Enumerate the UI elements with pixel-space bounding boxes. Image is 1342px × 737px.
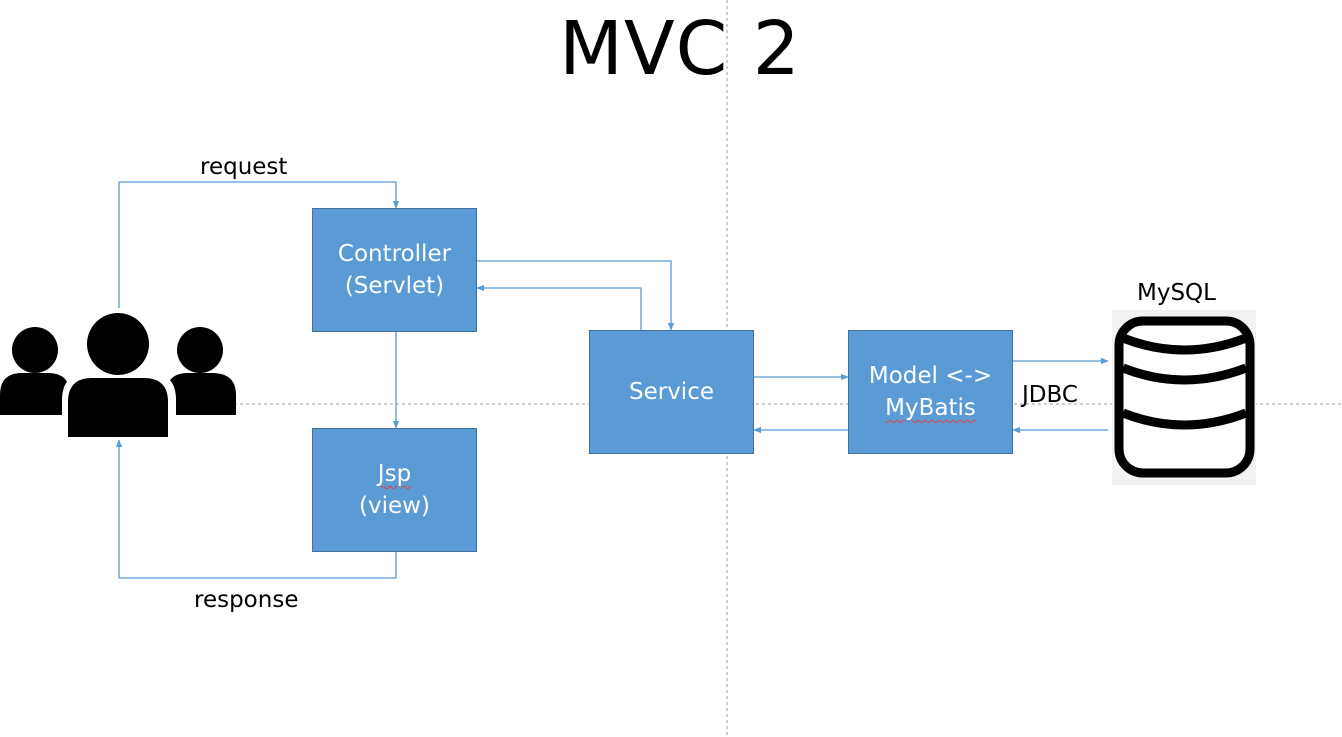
jsp-sublabel: (view) [359, 493, 430, 519]
response-label: response [194, 587, 299, 613]
model-mybatis-box: Model <-> MyBatis [848, 330, 1013, 454]
diagram-title: MVC 2 [559, 6, 801, 92]
mybatis-label: MyBatis [885, 395, 976, 421]
request-label: request [200, 154, 288, 180]
jsp-view-box: Jsp (view) [312, 428, 477, 552]
controller-box: Controller (Servlet) [312, 208, 477, 332]
jdbc-label: JDBC [1022, 382, 1078, 408]
model-label: Model <-> [868, 363, 993, 389]
response-arrow [115, 439, 397, 579]
request-arrow [118, 181, 400, 310]
service-label: Service [628, 379, 714, 405]
controller-label: Controller [337, 241, 452, 267]
service-to-controller-arrow [476, 284, 642, 330]
database-icon [1112, 310, 1256, 485]
mysql-label: MySQL [1137, 280, 1216, 306]
users-group-icon [0, 308, 236, 437]
controller-sublabel: (Servlet) [344, 273, 445, 299]
controller-to-service-arrow [476, 260, 675, 331]
jsp-label: Jsp [377, 461, 412, 487]
service-box: Service [589, 330, 754, 454]
